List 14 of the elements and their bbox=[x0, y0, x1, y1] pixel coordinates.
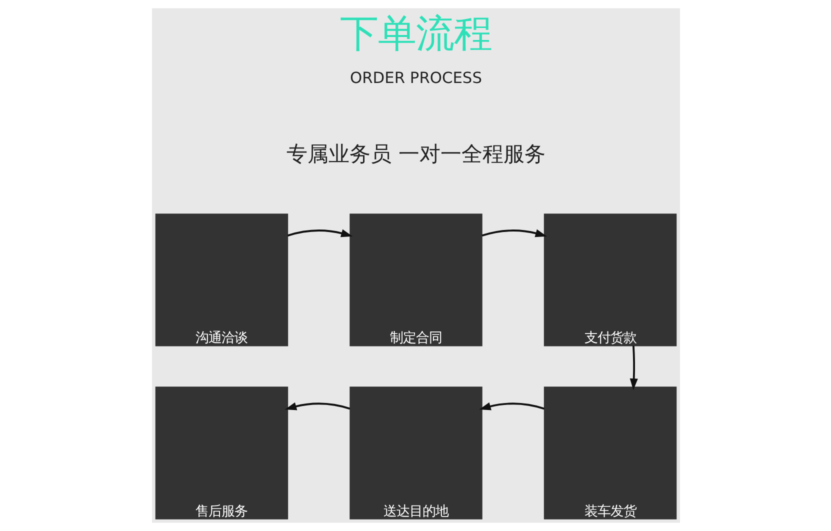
node-box: 支付货款 bbox=[543, 214, 676, 346]
node-box: 制定合同 bbox=[349, 214, 482, 346]
label: 专属业务员 一对一全程服务 bbox=[286, 140, 545, 166]
arrow bbox=[629, 346, 638, 390]
node-box: 售后服务 bbox=[154, 386, 288, 520]
node-box: 沟通洽谈 bbox=[154, 214, 288, 346]
arrow bbox=[481, 229, 546, 238]
node-box: 送达目的地 bbox=[349, 386, 482, 520]
arrow bbox=[284, 402, 350, 410]
label: ORDER PROCESS bbox=[350, 69, 482, 88]
diagram-title: 下单流程 bbox=[340, 12, 492, 57]
node-box: 装车发货 bbox=[543, 386, 676, 520]
arrow bbox=[478, 402, 544, 410]
arrow bbox=[286, 229, 352, 238]
